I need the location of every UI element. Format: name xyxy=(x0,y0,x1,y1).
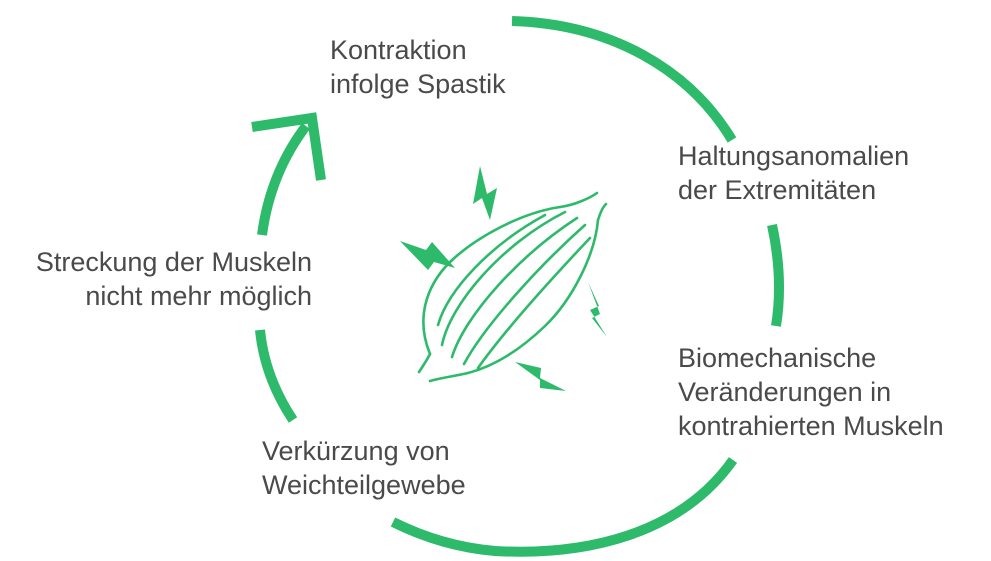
label-line: Verkürzung von xyxy=(262,436,450,466)
label-line: kontrahierten Muskeln xyxy=(678,411,944,441)
label-line: Veränderungen in xyxy=(678,377,892,407)
label-line: Kontraktion xyxy=(330,35,467,65)
label-line: der Extremitäten xyxy=(678,175,877,205)
cycle-arc-top-right xyxy=(511,16,737,143)
cycle-arc-bottom xyxy=(390,457,738,557)
cycle-arc-right xyxy=(767,223,785,327)
label-line: Weichteilgewebe xyxy=(262,470,466,500)
cycle-arc-left-lower xyxy=(255,329,298,423)
lightning-icon xyxy=(515,362,566,391)
label-line: infolge Spastik xyxy=(330,69,506,99)
lightning-icon xyxy=(400,241,455,270)
cycle-arc-left-upper xyxy=(257,122,310,236)
muscle-icon xyxy=(417,191,608,383)
lightning-sparks xyxy=(400,166,607,391)
label-line: nicht mehr möglich xyxy=(85,281,312,311)
label-line: Haltungsanomalien xyxy=(678,141,910,171)
lightning-icon xyxy=(473,166,497,220)
cycle-arrow-icon xyxy=(251,112,326,181)
label-line: Streckung der Muskeln xyxy=(35,247,312,277)
lightning-icon xyxy=(588,282,607,337)
label-verkuerzung: Verkürzung von Weichteilgewebe xyxy=(262,434,466,502)
label-line: Biomechanische xyxy=(678,343,877,373)
label-biomechanische-veraenderungen: Biomechanische Veränderungen in kontrahi… xyxy=(678,341,944,443)
label-streckung: Streckung der Muskeln nicht mehr möglich xyxy=(36,245,312,313)
label-haltungsanomalien: Haltungsanomalien der Extremitäten xyxy=(678,139,909,207)
label-kontraktion: Kontraktion infolge Spastik xyxy=(330,33,506,101)
cycle-arcs xyxy=(255,16,785,557)
